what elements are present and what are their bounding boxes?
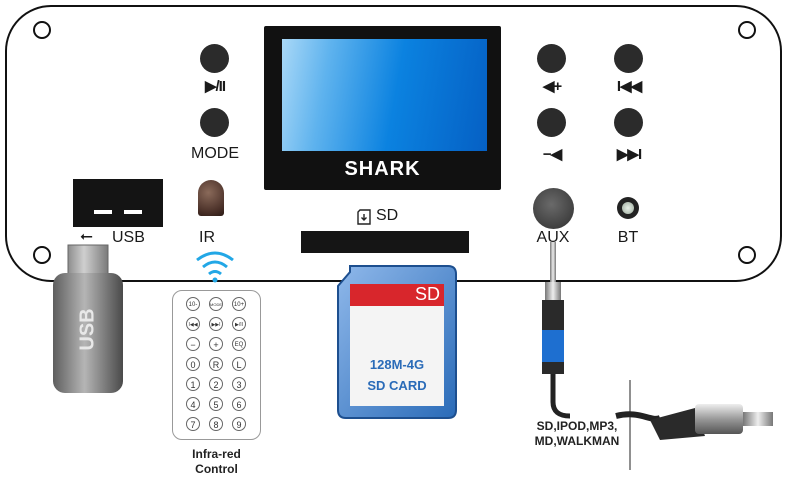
mount-hole-top-right [738,21,756,39]
volume-up-label: ◀+ [542,78,562,95]
remote-key: EQ [232,337,246,351]
volume-down-button[interactable] [537,108,566,137]
remote-key: MODE [209,297,223,311]
sd-card-slot[interactable] [301,231,469,253]
mount-hole-top-left [33,21,51,39]
aux-jack[interactable] [533,188,574,229]
ir-sensor [198,180,224,216]
usb-port[interactable] [73,179,163,227]
display-brand: SHARK [344,158,421,180]
play-pause-label: ▶/II [204,78,226,95]
mount-hole-bottom-left [33,246,51,264]
remote-key: L [232,357,246,371]
lcd-screen [282,39,487,151]
remote-key: ▶▶I [209,317,223,331]
remote-key: + [209,337,223,351]
usb-stick-text: USB [76,308,99,351]
remote-key: 3 [232,377,246,391]
mount-hole-bottom-right [738,246,756,264]
volume-up-button[interactable] [537,44,566,73]
remote-key: ▶/II [232,317,246,331]
remote-key: 5 [209,397,223,411]
remote-key: 7 [186,417,200,431]
remote-caption-line2: Control [195,462,238,476]
bt-label: BT [617,229,639,246]
remote-key: 9 [232,417,246,431]
ir-remote-control: 10- MODE 10+ I◀◀ ▶▶I ▶/II − + EQ 0 R L 1… [172,290,261,440]
bluetooth-led [617,197,639,219]
remote-key: R [209,357,223,371]
sd-card-illustration [337,265,457,419]
remote-key: I◀◀ [186,317,200,331]
remote-key: 10- [186,297,200,311]
usb-stick-illustration [53,244,123,393]
previous-track-button[interactable] [614,44,643,73]
remote-key: 10+ [232,297,246,311]
aux-caption-line1: SD,IPOD,MP3, [536,419,618,433]
next-track-label: ▶▶I [616,146,642,163]
remote-key: 1 [186,377,200,391]
usb-label: USB [112,229,145,246]
play-pause-button[interactable] [200,44,229,73]
remote-key: 4 [186,397,200,411]
aux-caption-line2: MD,WALKMAN [534,434,620,448]
volume-down-label: −◀ [542,146,562,163]
next-track-button[interactable] [614,108,643,137]
mode-label: MODE [191,145,239,162]
ir-label: IR [199,229,215,246]
remote-key: − [186,337,200,351]
previous-track-label: I◀◀ [616,78,642,95]
sd-card-name: SD CARD [367,378,427,393]
sd-card-capacity: 128M-4G [369,357,425,372]
remote-key: 2 [209,377,223,391]
aux-label: AUX [536,229,570,246]
sd-card-icon [357,209,371,225]
remote-key: 8 [209,417,223,431]
remote-key: 0 [186,357,200,371]
remote-key: 6 [232,397,246,411]
usb-symbol-icon: ⭠ [80,228,93,245]
remote-caption-line1: Infra-red [192,447,241,461]
sd-card-title: SD [414,284,440,304]
sd-label: SD [376,207,399,224]
mode-button[interactable] [200,108,229,137]
ir-signal-icon [196,251,234,283]
aux-cable-illustration [542,242,773,470]
